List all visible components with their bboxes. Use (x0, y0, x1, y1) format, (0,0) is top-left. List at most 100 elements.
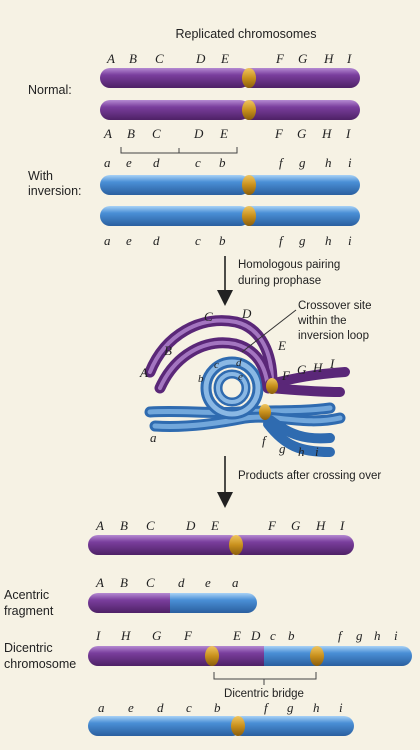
bridge-bracket (213, 672, 317, 685)
centromere (242, 100, 256, 120)
inversion-chromatid-top (100, 175, 360, 195)
gene-label: G (297, 362, 307, 377)
inversion-label-line1: With (28, 169, 53, 183)
gene-label: c (270, 628, 276, 643)
step2-label: Products after crossing over (238, 470, 381, 482)
gene-label: C (146, 518, 155, 533)
gene-label: b (219, 155, 226, 170)
gene-label: a (98, 700, 105, 715)
gene-label: g (299, 155, 306, 170)
gene-label: g (299, 233, 306, 248)
normal-chromatid-bottom (100, 100, 360, 120)
gene-label: c (195, 233, 201, 248)
gene-label: c (186, 700, 192, 715)
crossover-line1: Crossover site (298, 300, 372, 312)
dicentric-bridge-label: Dicentric bridge (224, 688, 304, 700)
gene-label: C (146, 575, 155, 590)
gene-label: F (183, 628, 193, 643)
gene-label: g (279, 441, 286, 456)
gene-label: F (267, 518, 277, 533)
inversion-gene-labels-bottom: a e d c b f g h i (104, 233, 352, 248)
gene-label: g (287, 700, 294, 715)
acentric-gene-labels: A B C d e a (95, 575, 239, 590)
gene-label: E (220, 51, 229, 66)
gene-label: a (104, 155, 111, 170)
gene-label: C (204, 309, 213, 324)
crossover-blue-gene-labels: a b c d e f g h i (150, 357, 319, 459)
crossover-loop (144, 315, 350, 457)
gene-label: F (275, 51, 285, 66)
gene-label: e (238, 371, 243, 383)
dicentric-label-line1: Dicentric (4, 641, 53, 655)
gene-label: D (241, 306, 252, 321)
gene-label: H (120, 628, 131, 643)
gene-label: h (374, 628, 381, 643)
gene-label: i (339, 700, 343, 715)
acentric-fragment (88, 593, 257, 613)
gene-label: G (152, 628, 162, 643)
gene-label: B (120, 518, 128, 533)
gene-label: f (279, 233, 285, 248)
gene-label: F (274, 126, 284, 141)
gene-label: E (219, 126, 228, 141)
gene-label: d (153, 155, 160, 170)
gene-label: g (356, 628, 363, 643)
gene-label: i (394, 628, 398, 643)
gene-label: h (325, 233, 332, 248)
centromere (242, 68, 256, 88)
gene-label: G (291, 518, 301, 533)
gene-label: H (323, 51, 334, 66)
gene-label: h (313, 700, 320, 715)
gene-label: A (95, 518, 104, 533)
product1-chromosome (88, 535, 354, 555)
gene-label: b (219, 233, 226, 248)
gene-label: A (95, 575, 104, 590)
gene-label: G (298, 51, 308, 66)
gene-label: d (178, 575, 185, 590)
crossover-pointer (241, 309, 297, 353)
gene-label: E (210, 518, 219, 533)
gene-label: I (346, 51, 352, 66)
normal-gene-labels-bottom: A B C D E F G H I (103, 126, 351, 141)
gene-label: H (315, 518, 326, 533)
centromere (205, 646, 219, 666)
gene-label: e (126, 155, 132, 170)
inversion-chromatid-bottom (100, 206, 360, 226)
gene-label: A (106, 51, 115, 66)
gene-label: i (315, 444, 319, 459)
centromere (310, 646, 324, 666)
acentric-label-line1: Acentric (4, 588, 49, 602)
normal-chromatid-top (100, 68, 360, 88)
gene-label: B (129, 51, 137, 66)
gene-label: I (95, 628, 101, 643)
gene-label: f (279, 155, 285, 170)
gene-label: e (128, 700, 134, 715)
gene-label: G (297, 126, 307, 141)
normal-label: Normal: (28, 83, 72, 97)
inversion-label-line2: inversion: (28, 184, 82, 198)
gene-label: c (214, 359, 219, 371)
gene-label: D (193, 126, 204, 141)
crossover-purple-gene-labels: A B C D E F G H I (139, 306, 335, 383)
gene-label: i (348, 155, 352, 170)
gene-label: a (232, 575, 239, 590)
gene-label: F (281, 368, 291, 383)
centromere (242, 175, 256, 195)
gene-label: b (198, 373, 204, 385)
gene-label: I (329, 356, 335, 371)
dicentric-label-line2: chromosome (4, 657, 76, 671)
gene-label: H (321, 126, 332, 141)
dicentric-gene-labels: I H G F E D c b f g h i (95, 628, 398, 643)
centromere (259, 404, 271, 420)
gene-label: A (103, 126, 112, 141)
product4-chromosome (88, 716, 354, 736)
gene-label: a (150, 430, 157, 445)
product1-gene-labels: A B C D E F G H I (95, 518, 345, 533)
gene-label: D (250, 628, 261, 643)
gene-label: C (152, 126, 161, 141)
gene-label: i (348, 233, 352, 248)
gene-label: E (277, 338, 286, 353)
centromere (229, 535, 243, 555)
gene-label: f (262, 433, 268, 448)
